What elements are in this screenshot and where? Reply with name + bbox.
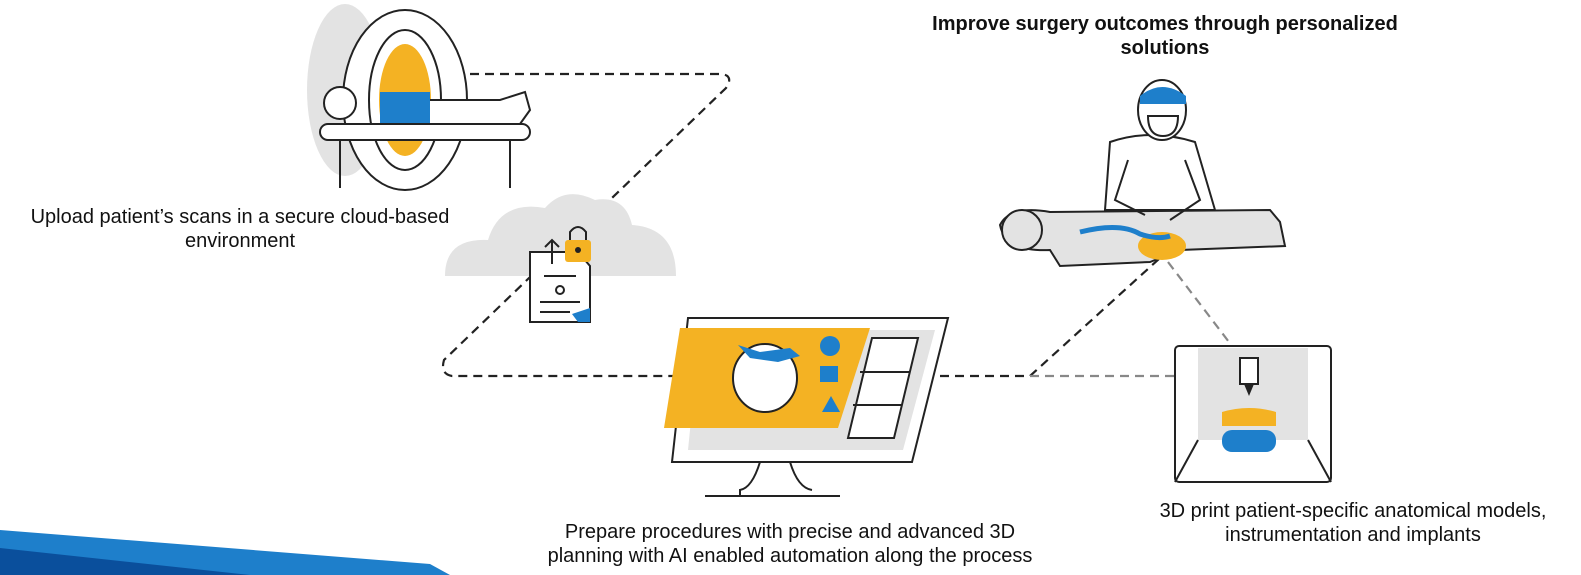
- goal-heading-line2: solutions: [1120, 37, 1210, 59]
- gray-dashed-connector: [1030, 261, 1233, 378]
- prepare-label-line1: Prepare procedures with precise and adva…: [564, 521, 1016, 543]
- mri-scanner-icon: [307, 4, 532, 191]
- 3d-print-label: 3D print patient-specific anatomical mod…: [1125, 499, 1581, 547]
- monitor-3d-planning-icon: [664, 317, 950, 497]
- brand-swoosh-dark: [0, 548, 250, 575]
- prepare-label-line2: planning with AI enabled automation alon…: [547, 545, 1033, 567]
- goal-heading-line1: Improve surgery outcomes through persona…: [932, 13, 1398, 35]
- 3d-printer-icon: [1174, 345, 1332, 483]
- surgeon-operating-icon: [998, 79, 1287, 268]
- surgery-outcomes-heading: Improve surgery outcomes through persona…: [905, 12, 1425, 60]
- print-label-line1: 3D print patient-specific anatomical mod…: [1159, 500, 1547, 522]
- upload-label-line1: Upload patient’s scans in a secure cloud…: [30, 206, 450, 228]
- upload-scans-label: Upload patient’s scans in a secure cloud…: [0, 205, 480, 253]
- cloud-lock-document-icon: [445, 194, 676, 323]
- prepare-procedures-label: Prepare procedures with precise and adva…: [500, 520, 1080, 568]
- print-label-line2: instrumentation and implants: [1225, 524, 1481, 546]
- upload-label-line2: environment: [184, 230, 296, 252]
